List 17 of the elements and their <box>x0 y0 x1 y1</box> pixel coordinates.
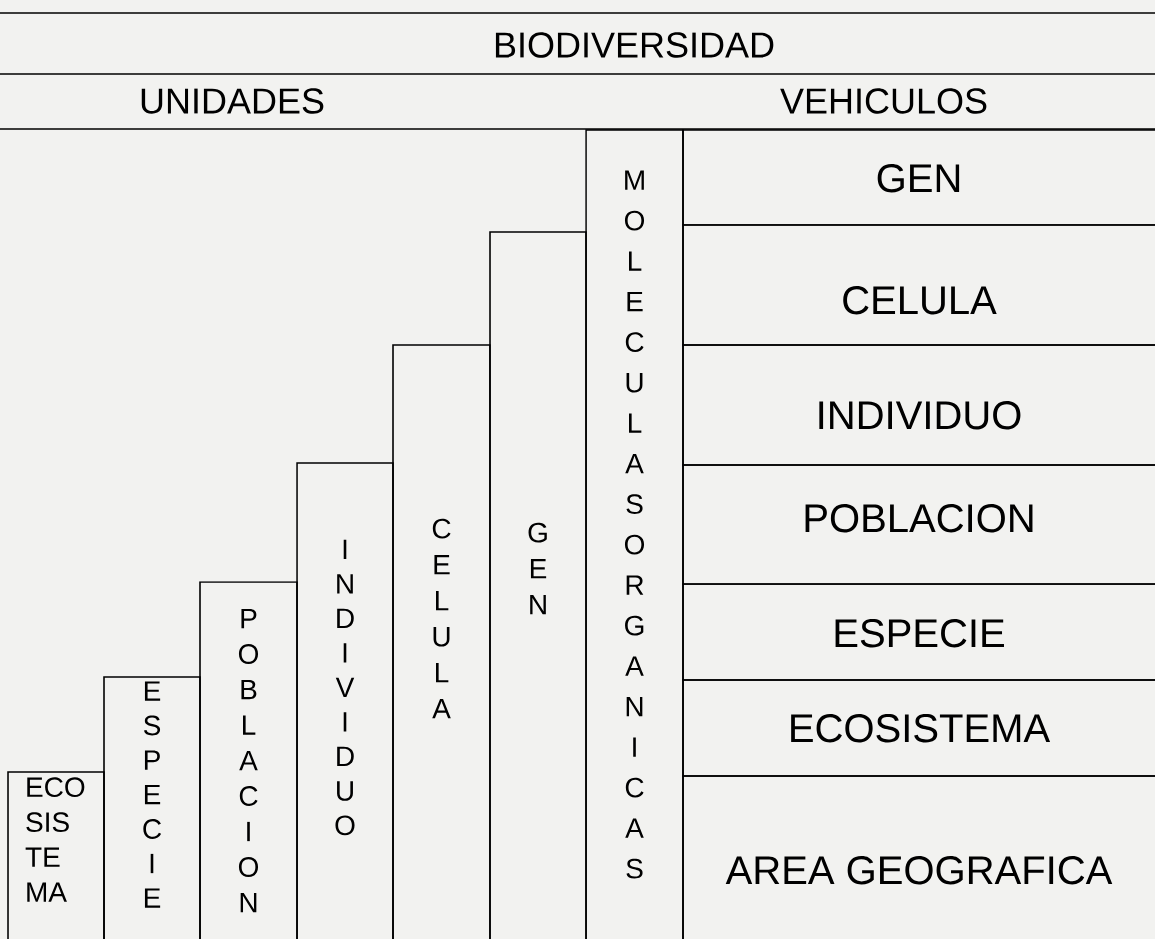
column-heading: UNIDADES <box>141 88 324 114</box>
table-row: INDIVIDUO <box>682 344 1155 466</box>
column-heading: VEHICULOS <box>780 88 987 114</box>
staircase-column: POBLACION <box>199 581 298 939</box>
staircase-column: GEN <box>489 231 587 939</box>
staircase-column: ECO SIS TE MA <box>7 771 105 939</box>
table-row: CELULA <box>682 224 1155 346</box>
table-row: GEN <box>682 129 1155 226</box>
staircase-column: INDIVIDUO <box>296 462 394 939</box>
staircase-column: CELULA <box>392 344 491 939</box>
table-row: ESPECIE <box>682 583 1155 681</box>
staircase-column: ESPECIE <box>103 676 201 939</box>
table-row: ECOSISTEMA <box>682 679 1155 777</box>
title: BIODIVERSIDAD <box>495 32 774 58</box>
staircase-column: MOLECULASORGANICAS <box>585 129 684 939</box>
table-row: POBLACION <box>682 464 1155 585</box>
table-row: AREA GEOGRAFICA <box>682 775 1155 939</box>
